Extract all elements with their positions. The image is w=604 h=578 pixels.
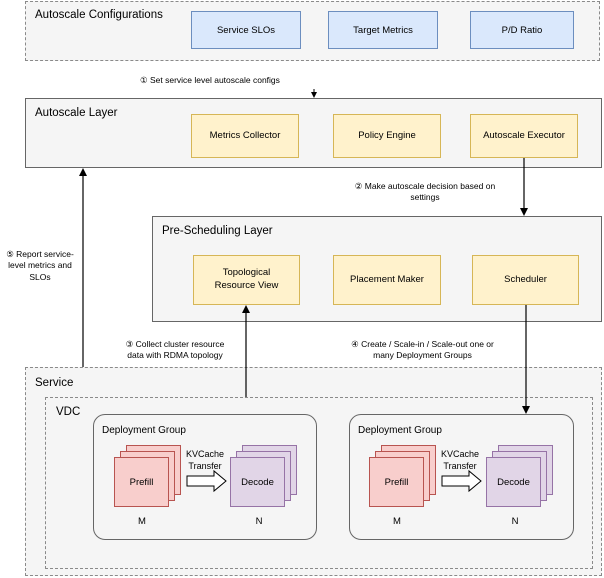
step1-note: ① Set service level autoscale configs [140,75,280,85]
kvcache-transfer-label-2: KVCache Transfer [440,449,480,472]
prefill-box-1: Prefill [114,457,169,507]
decode-box-1: Decode [230,457,285,507]
step3-note: ③ Collect cluster resource data with RDM… [125,339,225,361]
scheduler-box: Scheduler [472,255,579,305]
pd-ratio-box: P/D Ratio [470,11,574,49]
metrics-collector-box: Metrics Collector [191,114,299,158]
deployment-group-1-title: Deployment Group [102,425,186,436]
prefill-count-label-1: M [138,516,146,527]
prescheduling-layer-title: Pre-Scheduling Layer [162,225,273,237]
step4-note: ④ Create / Scale-in / Scale-out one or m… [351,339,494,361]
deployment-group-2-title: Deployment Group [358,425,442,436]
autoscale-configurations-title: Autoscale Configurations [35,9,163,21]
prefill-count-label-2: M [393,516,401,527]
autoscale-layer-title: Autoscale Layer [35,107,118,119]
placement-maker-box: Placement Maker [333,255,441,305]
prefill-box-2: Prefill [369,457,424,507]
step5-note: ⑤ Report service- level metrics and SLOs [6,249,74,282]
decode-box-2: Decode [486,457,541,507]
decode-count-label-1: N [255,516,263,527]
policy-engine-box: Policy Engine [333,114,441,158]
service-slos-box: Service SLOs [191,11,301,49]
vdc-title: VDC [56,406,81,418]
autoscale-executor-box: Autoscale Executor [470,114,578,158]
decode-count-label-2: N [511,516,519,527]
kvcache-transfer-label-1: KVCache Transfer [185,449,225,472]
target-metrics-box: Target Metrics [328,11,438,49]
service-title: Service [35,377,74,389]
step2-note: ② Make autoscale decision based on setti… [354,181,496,203]
topological-resource-view-box: Topological Resource View [193,255,300,305]
